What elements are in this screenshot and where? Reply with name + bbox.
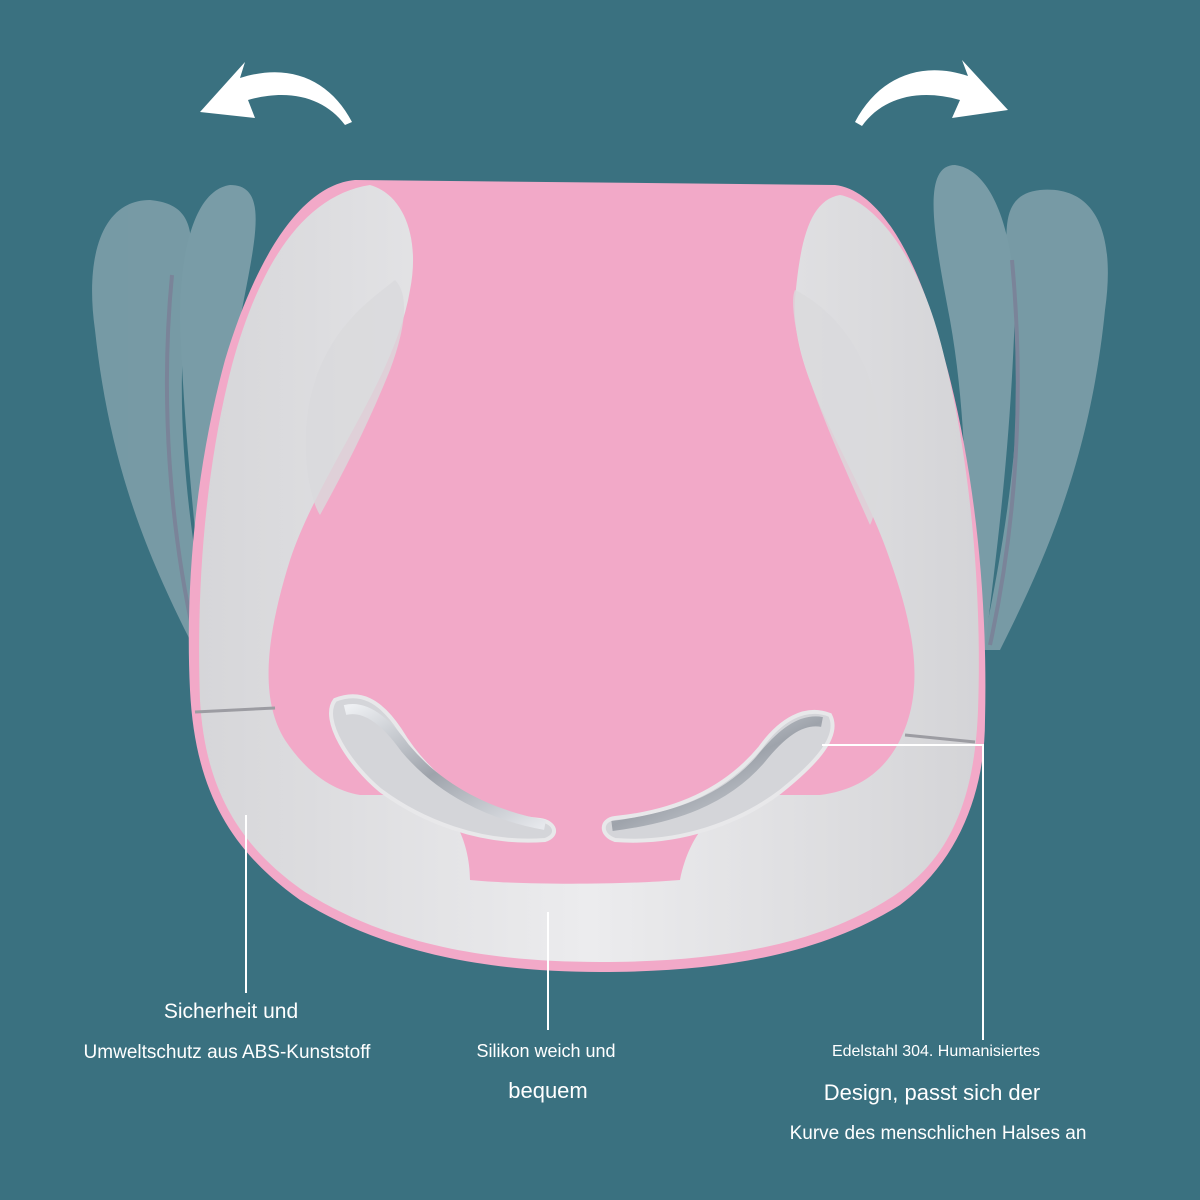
right-label-line1: Edelstahl 304. Humanisiertes xyxy=(831,1043,1041,1060)
left-label-line1: Sicherheit und xyxy=(163,1000,299,1023)
right-seam xyxy=(904,733,976,744)
right-electrode-pad xyxy=(601,709,835,843)
left-arm-panel xyxy=(305,280,405,515)
right-callout-line xyxy=(822,744,984,1040)
curved-arrow-left-icon xyxy=(200,62,352,125)
device-body xyxy=(199,185,979,962)
left-electrode-pad xyxy=(329,694,556,843)
right-arm-panel xyxy=(793,290,880,525)
left-label-line2: Umweltschutz aus ABS-Kunststoff xyxy=(83,1042,371,1063)
middle-label-line2: bequem xyxy=(508,1078,588,1103)
left-seam xyxy=(194,706,276,714)
right-arm-motion-ghost xyxy=(933,165,1108,650)
curved-arrow-right-icon xyxy=(855,60,1008,126)
middle-label-line1: Silikon weich und xyxy=(476,1041,616,1061)
right-label-line3: Kurve des menschlichen Halses an xyxy=(789,1123,1087,1144)
right-label-line2: Design, passt sich der xyxy=(823,1080,1041,1105)
